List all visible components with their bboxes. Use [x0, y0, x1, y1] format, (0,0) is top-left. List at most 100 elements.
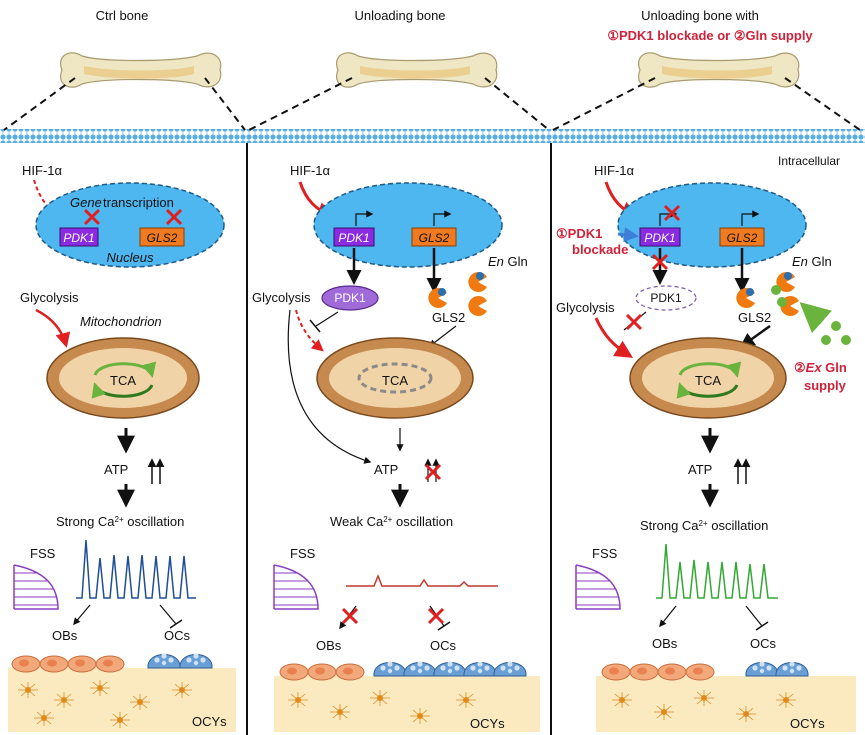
gls2-gene-box-1: [139, 227, 185, 247]
pdk1-gene-box-3: [639, 227, 681, 247]
oc-cell: [775, 660, 809, 677]
ocy-cell: [109, 711, 131, 729]
inhibit-bar-3: [755, 621, 769, 631]
ocy-cell: [53, 691, 75, 709]
arrow-to-obs-1: [73, 604, 91, 626]
gene-label-rest: transcription: [103, 195, 174, 210]
gls2-gene-box-2: [411, 227, 457, 247]
tx-arrow-3b: [741, 210, 760, 226]
panel-3-title-line2: ①PDK1 blockade or ②Gln supply: [607, 28, 813, 43]
hif-label-1: HIF-1α: [22, 163, 63, 178]
ocs-label-2: OCs: [430, 638, 457, 653]
ob-cell: [11, 655, 41, 673]
inhibit-bar-1: [169, 619, 183, 629]
panel-unloading: HIF-1α PDK1 GLS2 En Gln Glycolysis PDK1 …: [252, 163, 540, 732]
ocys-label-2: OCYs: [470, 716, 505, 731]
fss-label-1: FSS: [30, 546, 56, 561]
tca-label-2: TCA: [382, 373, 408, 388]
glycolysis-arrow-3: [594, 317, 634, 358]
bone-icon-ctrl: [59, 52, 222, 88]
ocy-cell: [329, 703, 351, 721]
ob-cell: [685, 663, 715, 681]
tca-cycle-arrow-3a: [678, 361, 742, 378]
ocy-cell: [33, 709, 55, 727]
blockade-arrow: [617, 227, 639, 243]
ocy-cell: [735, 705, 757, 723]
mitochondrion-label: Mitochondrion: [80, 314, 162, 329]
tca-cycle-arrow-3b: [676, 382, 739, 399]
ca-oscillation-3: Strong Ca2+ oscillation: [640, 518, 768, 533]
glycolysis-label-2: Glycolysis: [252, 290, 311, 305]
mito-inner-2: [329, 348, 461, 408]
pdk1-gene-box-2: [333, 227, 375, 247]
fss-icon-2: [273, 564, 319, 610]
panel-ctrl: HIF-1α Gene transcription PDK1 GLS2 Nucl…: [8, 163, 236, 732]
pdk1-protein-3: [635, 285, 697, 311]
atp-label-1: ATP: [104, 462, 128, 477]
gls2-protein-label-3: GLS2: [738, 310, 771, 325]
atp-label-3: ATP: [688, 462, 712, 477]
obs-label-1: OBs: [52, 628, 78, 643]
ocy-cell: [129, 693, 151, 711]
oc-cell: [179, 652, 213, 669]
ocys-label-1: OCYs: [192, 714, 227, 729]
ca-trace-ctrl: [76, 539, 196, 599]
ca-oscillation-1: Strong Ca2+ oscillation: [56, 514, 184, 529]
gls2-protein-label-2: GLS2: [432, 310, 465, 325]
panel-1-title: Ctrl bone: [96, 8, 149, 23]
gls2-gene-label-3: GLS2: [727, 231, 758, 245]
ex-gln-label: ②Ex Gln: [794, 360, 847, 375]
ob-cell: [629, 663, 659, 681]
pdk1-gene-box-1: [59, 227, 99, 247]
ocy-cell: [455, 691, 477, 709]
fss-icon-1: [13, 564, 59, 610]
inhibit-ocs-1: [159, 604, 177, 625]
en-gln-3: En Gln: [792, 254, 832, 269]
ob-cell: [601, 663, 631, 681]
glycolysis-arrow-2: [295, 309, 324, 352]
ex-gln-molecule: [777, 297, 787, 307]
glycolysis-arrow-1: [35, 308, 71, 348]
inhibit-ocs-3: [745, 605, 763, 627]
glycolysis-label-1: Glycolysis: [20, 290, 79, 305]
gln-molecule: [476, 272, 484, 280]
tca-label-1: TCA: [110, 373, 136, 388]
bone-icon-rescue: [637, 52, 800, 88]
panel-3-title-line1: Unloading bone with: [641, 8, 759, 23]
ocy-cell: [693, 689, 715, 707]
tca-label-3: TCA: [695, 373, 721, 388]
nucleus-2: [313, 182, 503, 268]
ocy-cell: [287, 691, 309, 709]
fss-label-3: FSS: [592, 546, 618, 561]
tx-arrow-2b: [433, 210, 452, 226]
ocy-cell: [369, 689, 391, 707]
inhibit-bar-2b: [437, 621, 451, 631]
ob-cell: [39, 655, 69, 673]
gls2-enzyme-icon: [468, 296, 487, 316]
bone-icon-unloading: [335, 52, 498, 88]
gln-molecule: [784, 272, 792, 280]
ob-cell: [657, 663, 687, 681]
arrow-to-obs-3: [659, 605, 677, 628]
blockade-label-2: blockade: [572, 242, 628, 257]
gls2-gene-label-1: GLS2: [147, 231, 178, 245]
glycolysis-to-atp-2: [287, 309, 372, 464]
ocy-cell: [171, 681, 193, 699]
inhibit-bar-2: [309, 319, 321, 333]
ex-gln-arrow: [799, 302, 832, 334]
nucleus-label: Nucleus: [107, 250, 154, 265]
ocy-cell: [17, 681, 39, 699]
block-mark-ocs-2: [427, 607, 445, 625]
ocy-cell: [775, 691, 797, 709]
fss-label-2: FSS: [290, 546, 316, 561]
atp-label-2: ATP: [374, 462, 398, 477]
tx-arrow-2a: [355, 210, 374, 226]
ocys-label-3: OCYs: [790, 716, 825, 731]
gene-label-italic: Gene: [70, 195, 102, 210]
ob-cell: [279, 663, 309, 681]
pdk1-gene-label-2: PDK1: [338, 231, 369, 245]
bone-layer-2: [274, 676, 540, 732]
ex-gln-molecule: [841, 335, 851, 345]
ocy-cell: [653, 703, 675, 721]
pdk1-gene-label-3: PDK1: [644, 231, 675, 245]
